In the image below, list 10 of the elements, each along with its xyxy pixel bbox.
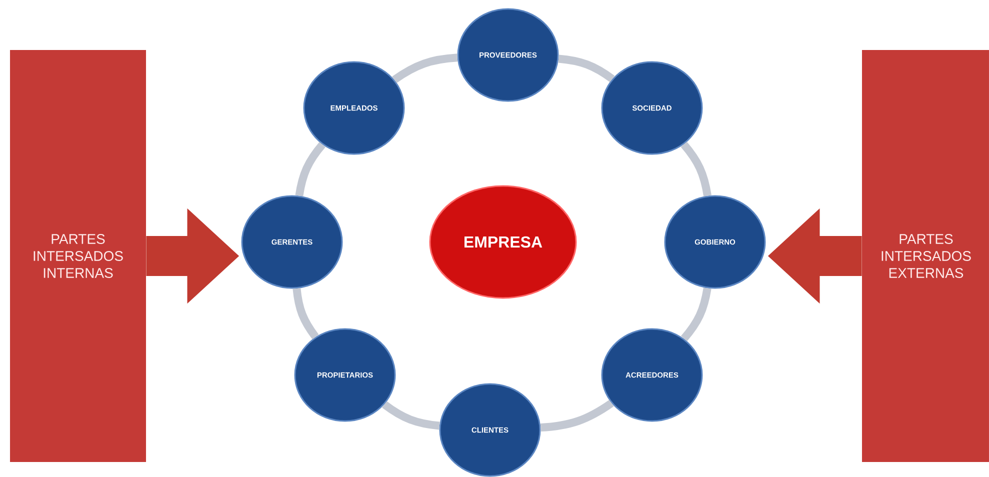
ring-segment	[680, 288, 712, 342]
ring-segment	[540, 400, 614, 432]
ring-segment	[392, 54, 458, 84]
stakeholder-band: PARTES INTERSADOS EXTERNAS	[862, 50, 989, 462]
ring-segment	[382, 401, 440, 430]
ring-segment	[295, 142, 326, 196]
ring-segment	[680, 142, 712, 196]
stakeholder-band: PARTES INTERSADOS INTERNAS	[10, 50, 146, 462]
ring-segment	[292, 288, 319, 340]
ring-segment	[558, 54, 615, 82]
